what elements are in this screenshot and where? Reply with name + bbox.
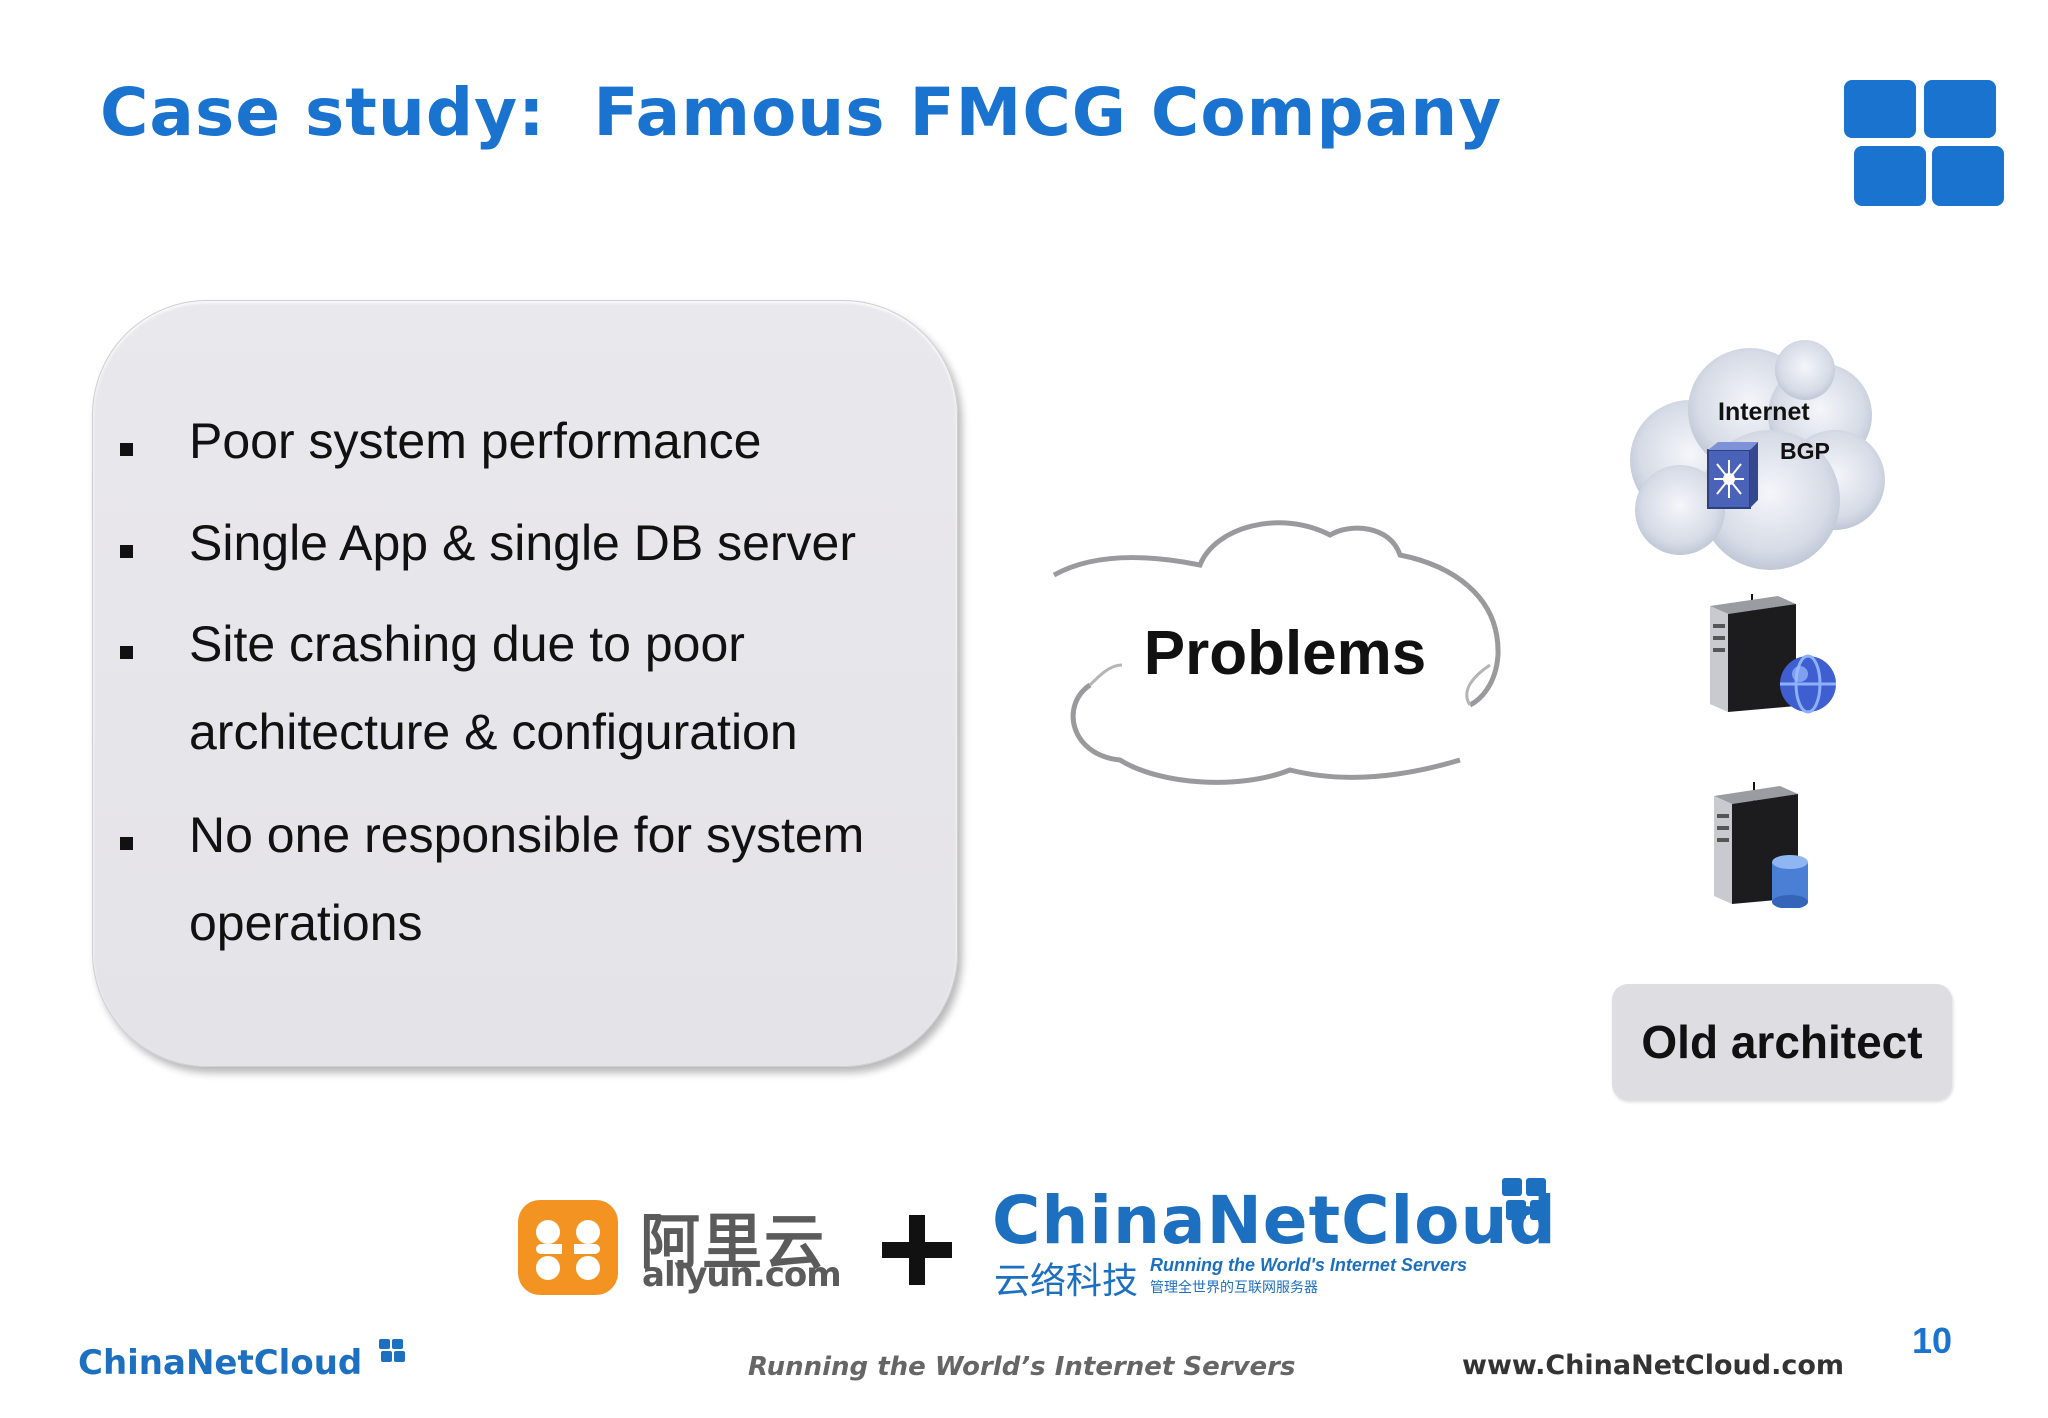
database-server-icon xyxy=(1714,782,1808,908)
chinanetcloud-tagline-chinese: 管理全世界的互联网服务器 xyxy=(1150,1280,1318,1296)
plus-icon xyxy=(882,1215,952,1285)
web-server-icon xyxy=(1710,594,1836,714)
bullet-text-continued: operations xyxy=(189,895,423,951)
bullet-marker xyxy=(120,443,133,456)
bullet-marker xyxy=(120,837,133,850)
old-architecture-label: Old architect xyxy=(1641,1016,1923,1068)
aliyun-logo-icon xyxy=(518,1200,618,1295)
footer-url-link[interactable]: www.ChinaNetCloud.com xyxy=(1462,1350,1845,1381)
network-switch-icon xyxy=(1707,442,1758,509)
brand-squares-icon xyxy=(1844,80,2004,206)
bullet-text: No one responsible for system xyxy=(189,807,865,863)
bullet-text: Single App & single DB server xyxy=(189,515,857,571)
problems-cloud-icon xyxy=(1052,520,1501,785)
bullet-text: Site crashing due to poor xyxy=(189,616,745,672)
aliyun-domain: aliyun.com xyxy=(642,1255,842,1295)
bgp-label: BGP xyxy=(1780,438,1830,464)
bullet-marker xyxy=(120,545,133,558)
page-number: 10 xyxy=(1912,1320,1953,1361)
slide-title: Case study: Famous FMCG Company xyxy=(100,74,1503,151)
chinanetcloud-logo-text: ChinaNetCloud xyxy=(992,1182,1557,1259)
footer-squares-icon xyxy=(379,1339,405,1362)
footer-tagline: Running the World’s Internet Servers xyxy=(748,1352,1296,1382)
chinanetcloud-tagline: Running the World's Internet Servers xyxy=(1150,1255,1467,1275)
old-architecture-box: Old architect xyxy=(1612,984,1952,1100)
bullet-text: Poor system performance xyxy=(189,413,762,469)
bullet-text-continued: architecture & configuration xyxy=(189,704,798,760)
internet-label: Internet xyxy=(1718,398,1810,426)
bullet-marker xyxy=(120,646,133,659)
chinanetcloud-chinese-name: 云络科技 xyxy=(994,1261,1139,1302)
aliyun-chinese-name: 阿里云 xyxy=(640,1208,826,1278)
footer-logo-text: ChinaNetCloud xyxy=(78,1343,363,1383)
chinanetcloud-squares-icon xyxy=(1502,1178,1550,1220)
problems-cloud-label: Problems xyxy=(1143,619,1427,688)
problems-box: Poor system performance Single App & sin… xyxy=(92,300,958,1067)
